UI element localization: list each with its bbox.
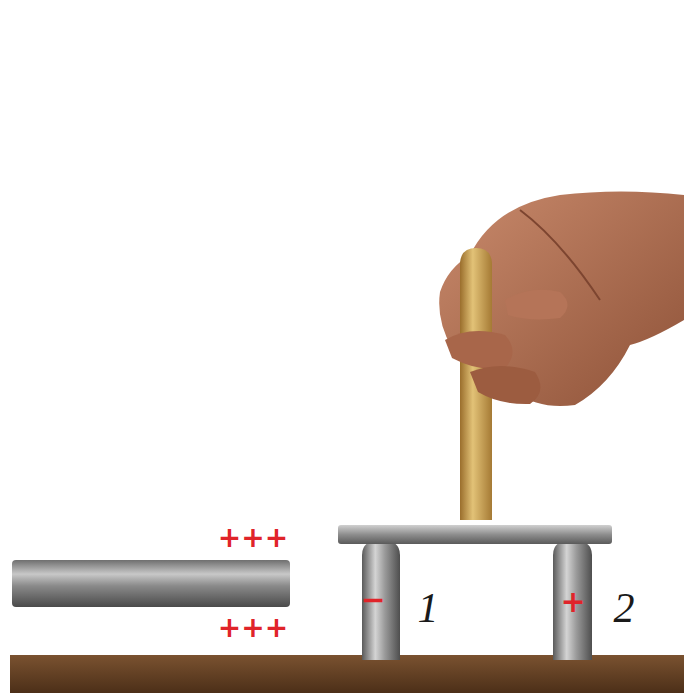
charged-rod (12, 560, 290, 607)
hand-crease (520, 210, 600, 300)
charge-sign: − (360, 585, 385, 615)
table-top (10, 655, 684, 693)
finger (505, 290, 568, 320)
callout-number: 1 (418, 587, 439, 629)
charge-sign: + (560, 587, 585, 617)
finger (470, 366, 540, 404)
callout-number: 2 (614, 587, 635, 629)
finger (445, 331, 513, 369)
metal-cylinder (553, 540, 592, 660)
metal-plate (338, 525, 612, 544)
charge-signs: +++ (218, 614, 288, 642)
charge-signs: +++ (218, 524, 288, 552)
